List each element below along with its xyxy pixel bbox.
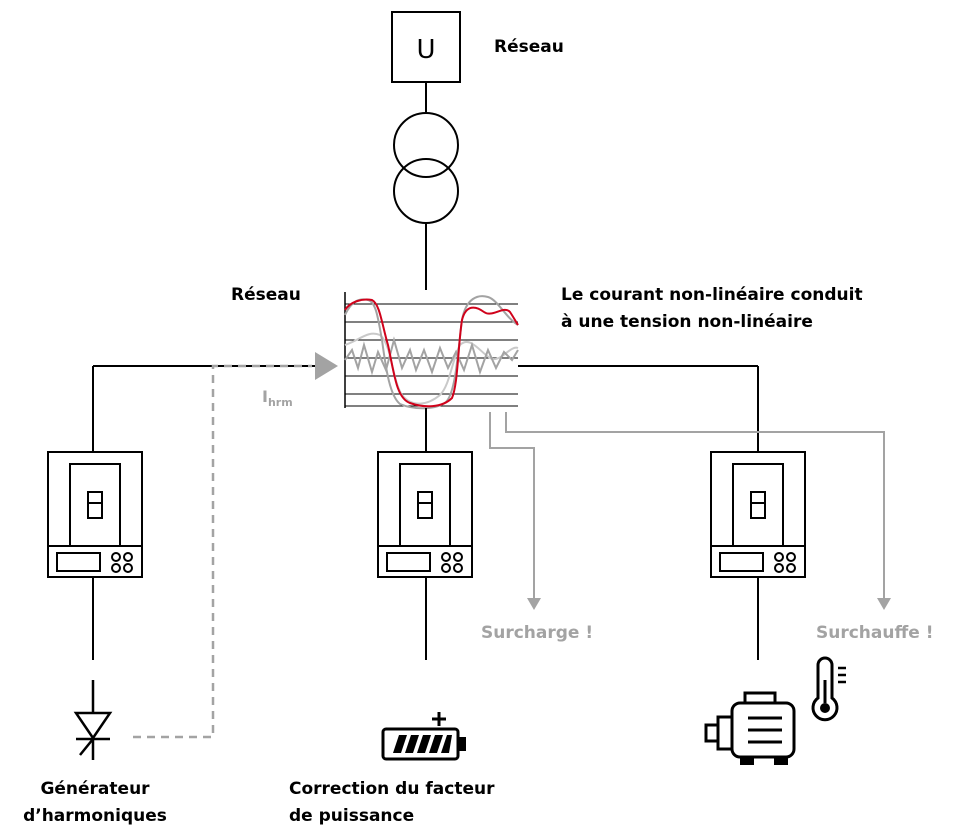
motor-icon xyxy=(704,691,796,765)
thermometer-icon xyxy=(811,656,846,722)
waveform-voltage xyxy=(344,298,519,408)
generator-label-line2: d’harmoniques xyxy=(23,806,167,826)
waveform-current xyxy=(344,295,519,410)
harmonic-arrow-head xyxy=(315,352,338,380)
grid-label-top: Réseau xyxy=(494,37,564,57)
overload-path xyxy=(489,412,535,600)
nonlinear-label-line2: à une tension non-linéaire xyxy=(561,312,813,332)
source-symbol: U xyxy=(416,35,435,65)
battery-icon xyxy=(381,712,466,761)
pfc-label-line1: Correction du facteur xyxy=(289,779,495,799)
overload-label: Surcharge ! xyxy=(481,623,594,643)
drive-center-icon xyxy=(377,451,473,578)
overheat-label: Surchauffe ! xyxy=(816,623,934,643)
i-hrm-main: I xyxy=(262,387,268,406)
waveform-graph xyxy=(344,292,519,410)
pfc-label-line2: de puissance xyxy=(289,806,415,826)
generator-label-line1: Générateur xyxy=(40,779,150,799)
nonlinear-label-line1: Le courant non-linéaire conduit xyxy=(561,285,863,305)
drive-left-icon xyxy=(47,451,143,578)
i-hrm-sub: hrm xyxy=(267,396,293,409)
overheat-path xyxy=(505,412,885,600)
waveform-light xyxy=(344,332,519,405)
source-box xyxy=(391,11,461,83)
harmonic-dashed-path xyxy=(133,364,312,739)
drive-right-icon xyxy=(710,451,806,578)
grid-label-mid: Réseau xyxy=(231,285,301,305)
transformer-icon xyxy=(393,112,459,224)
waveform-gray xyxy=(344,336,519,376)
i-hrm-label: Ihrm xyxy=(262,383,293,412)
thyristor-icon xyxy=(73,680,113,760)
